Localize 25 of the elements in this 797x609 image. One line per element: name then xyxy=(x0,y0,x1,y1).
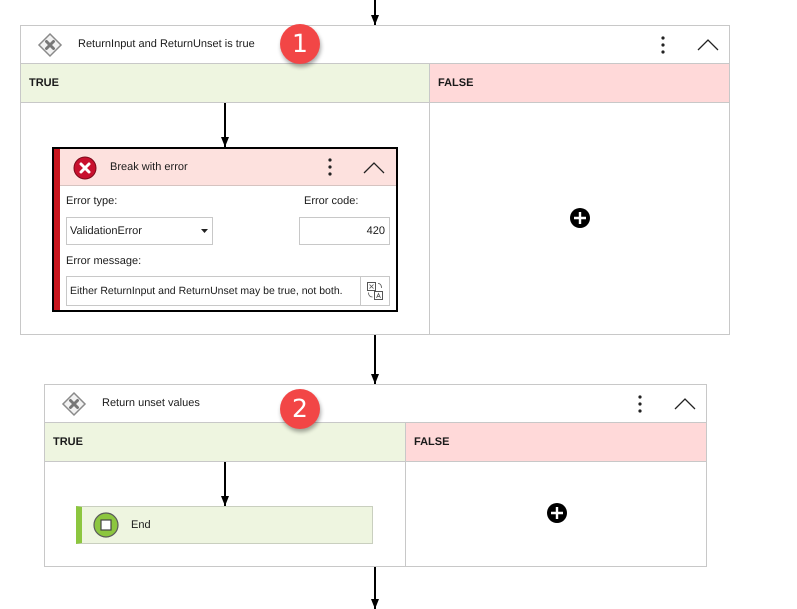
condition-block xyxy=(44,384,707,567)
callout-number: 2 xyxy=(280,389,320,429)
error-step-card xyxy=(52,147,398,312)
arrow xyxy=(371,567,379,609)
branch-header: TRUE xyxy=(45,422,405,462)
text-input: Either ReturnInput and ReturnUnset may be true, not both. xyxy=(66,276,361,306)
step-title: Break with error xyxy=(110,161,188,174)
branch-header: TRUE xyxy=(21,63,429,103)
block-title: Return unset values xyxy=(102,397,200,410)
dropdown-field: ValidationError xyxy=(66,217,213,245)
field-label: Error message: xyxy=(66,255,142,268)
arrow xyxy=(221,103,229,147)
field-label: Error code: xyxy=(304,195,358,208)
condition-block xyxy=(20,25,730,335)
step-title: End xyxy=(131,519,151,532)
arrow xyxy=(221,462,229,506)
field-label: Error type: xyxy=(66,195,118,208)
arrow xyxy=(371,335,379,384)
block-title: ReturnInput and ReturnUnset is true xyxy=(78,38,255,51)
branch-header: FALSE xyxy=(429,63,729,103)
arrow xyxy=(371,0,379,25)
end-step-card xyxy=(76,506,373,544)
branch-header: FALSE xyxy=(405,422,706,462)
number-input: 420 xyxy=(299,217,390,245)
callout-number: 1 xyxy=(280,24,320,64)
